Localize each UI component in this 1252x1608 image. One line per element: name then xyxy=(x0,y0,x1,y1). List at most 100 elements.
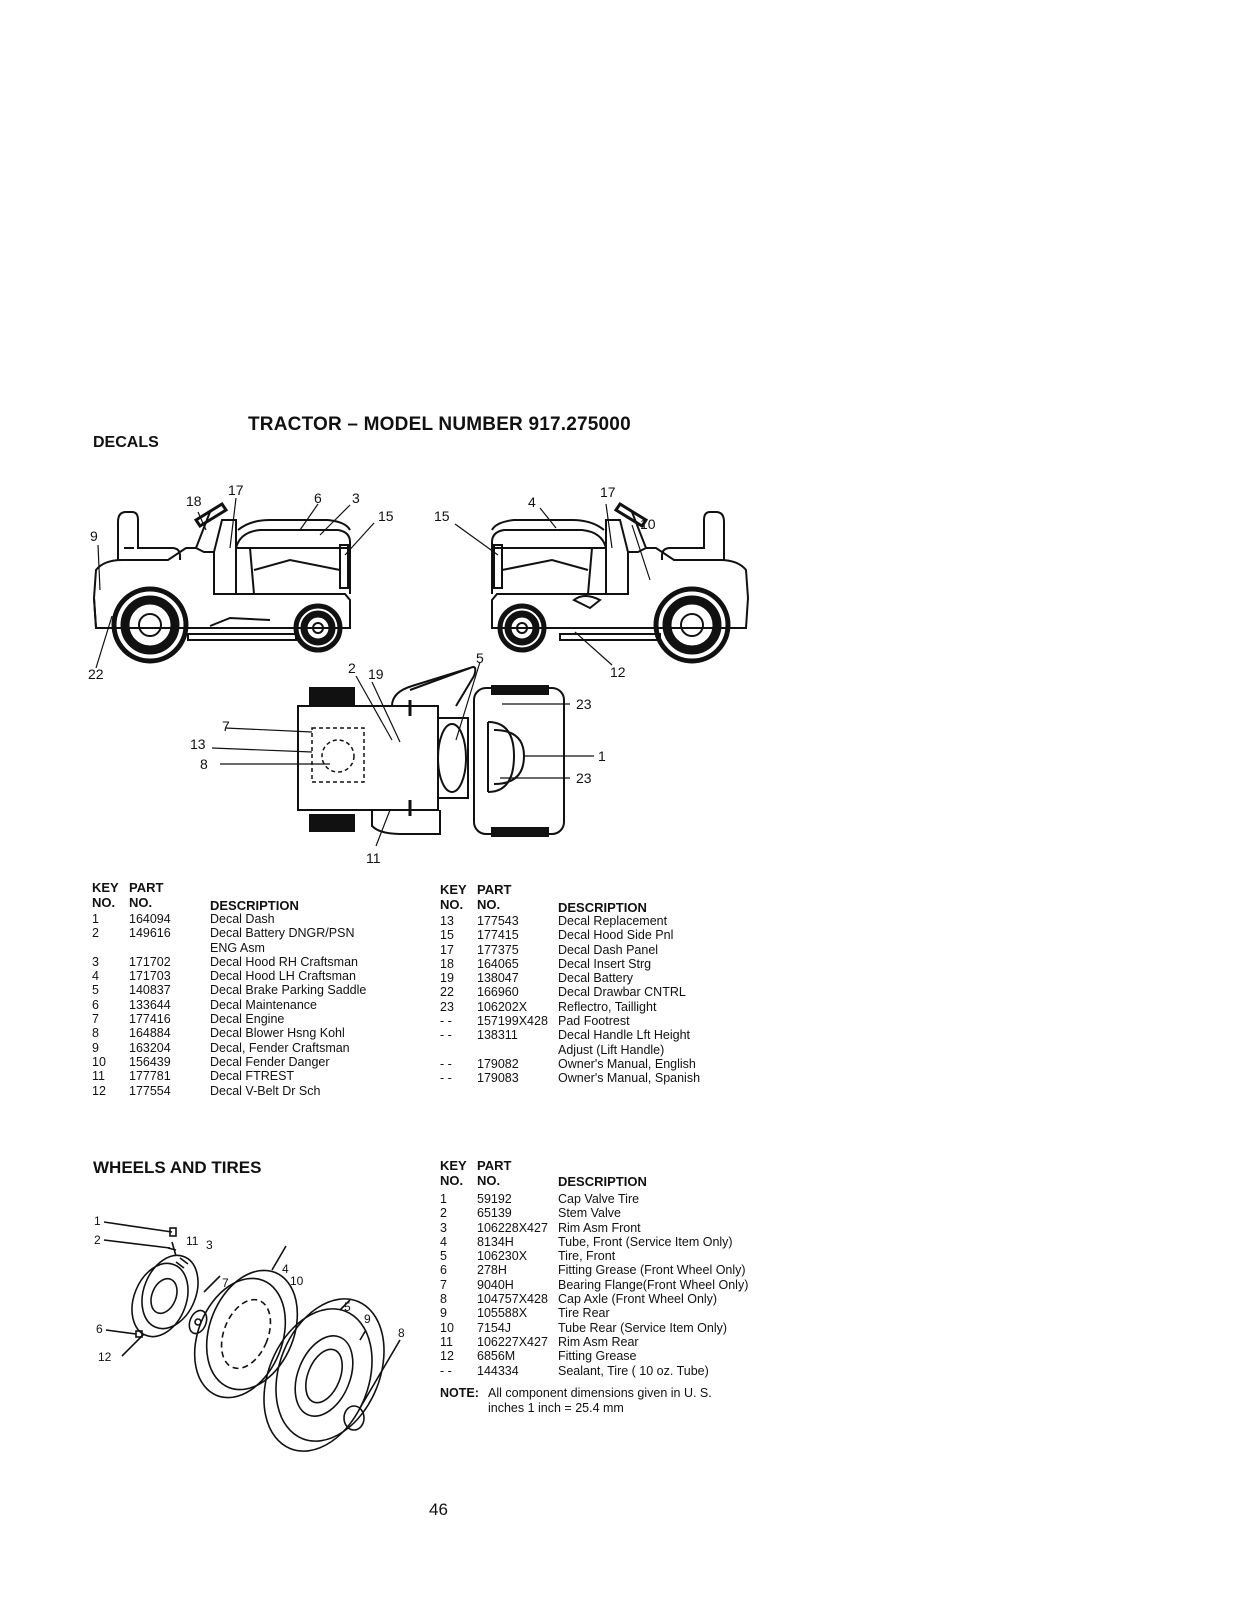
part-no: 177781 xyxy=(129,1069,171,1084)
part-no: 163204 xyxy=(129,1040,171,1055)
key-no: 12 xyxy=(440,1349,454,1364)
key-no: 8 xyxy=(92,1026,99,1041)
part-no: 104757X428 xyxy=(477,1292,548,1307)
description: Decal Fender Danger xyxy=(210,1054,330,1069)
callout-1: 1 xyxy=(598,748,606,764)
description: Adjust (Lift Handle) xyxy=(558,1042,665,1057)
callout-5: 5 xyxy=(476,650,484,666)
header-description: DESCRIPTION xyxy=(558,900,647,915)
description: Decal Insert Strg xyxy=(558,956,652,971)
part-no: 65139 xyxy=(477,1206,512,1221)
callout-17: 17 xyxy=(228,482,244,498)
description: Decal Maintenance xyxy=(210,997,318,1012)
part-no: 177543 xyxy=(477,914,519,928)
header-no: NO. xyxy=(129,895,153,910)
wheel-callout-9: 9 xyxy=(364,1312,371,1326)
part-no: 59192 xyxy=(477,1192,512,1206)
callout-8: 8 xyxy=(200,756,208,772)
wheel-callout-3: 3 xyxy=(206,1238,213,1252)
description: Decal Dash xyxy=(210,912,275,926)
description: Decal Drawbar CNTRL xyxy=(558,985,686,1000)
table-row: 4 8134H Tube, Front (Service Item Only) xyxy=(440,1235,780,1249)
key-no: 2 xyxy=(92,926,99,941)
wheel-callout-6: 6 xyxy=(96,1322,103,1336)
part-no: 166960 xyxy=(477,985,519,1000)
table-row: 6 133644 Decal Maintenance xyxy=(92,998,422,1012)
description: Reflectro, Taillight xyxy=(558,999,657,1014)
key-no: 4 xyxy=(440,1234,447,1249)
description: Decal Hood RH Craftsman xyxy=(210,954,358,969)
description: Owner's Manual, English xyxy=(558,1056,696,1071)
table-row: 12 6856M Fitting Grease xyxy=(440,1349,780,1363)
header-no: NO. xyxy=(477,897,501,912)
description: Tube, Front (Service Item Only) xyxy=(558,1234,733,1249)
callout-13: 13 xyxy=(190,736,206,752)
part-no: 138311 xyxy=(477,1028,518,1043)
table-row: 2 65139 Stem Valve xyxy=(440,1206,780,1220)
description: Decal Blower Hsng Kohl xyxy=(210,1026,345,1041)
key-no: 17 xyxy=(440,942,454,957)
part-no: 106230X xyxy=(477,1249,528,1264)
part-no: 140837 xyxy=(129,983,171,998)
description: Fitting Grease xyxy=(558,1349,637,1364)
key-no: 7 xyxy=(92,1012,99,1027)
key-no: 7 xyxy=(440,1277,447,1292)
tractor-top-view xyxy=(211,661,594,847)
note-line-2: inches 1 inch = 25.4 mm xyxy=(488,1400,624,1415)
key-no: - - xyxy=(440,1071,452,1086)
description: Decal Dash Panel xyxy=(558,942,659,957)
callout-9: 9 xyxy=(90,528,98,544)
decals-section-title: DECALS xyxy=(93,434,159,451)
wheel-callout-10: 10 xyxy=(290,1274,304,1288)
key-no: 3 xyxy=(92,954,99,969)
header-description: DESCRIPTION xyxy=(558,1174,647,1189)
part-no: 164094 xyxy=(129,912,171,926)
part-no: 6856M xyxy=(477,1349,516,1364)
header-description: DESCRIPTION xyxy=(210,898,299,913)
key-no: 6 xyxy=(92,997,99,1012)
callout-12: 12 xyxy=(610,664,626,680)
part-no: 138047 xyxy=(477,971,519,986)
description: Decal Engine xyxy=(210,1012,285,1027)
part-no: 179083 xyxy=(477,1071,519,1086)
part-no: 133644 xyxy=(129,997,171,1012)
description: Bearing Flange(Front Wheel Only) xyxy=(558,1277,749,1292)
description: Stem Valve xyxy=(558,1206,621,1221)
part-no: 8134H xyxy=(477,1234,514,1249)
description: Decal Hood LH Craftsman xyxy=(210,969,356,984)
key-no: 1 xyxy=(92,912,99,926)
part-no: 157199X428 xyxy=(477,1014,548,1029)
description: Tire, Front xyxy=(558,1249,616,1264)
description: Rim Asm Rear xyxy=(558,1334,639,1349)
description: Decal Handle Lft Height xyxy=(558,1028,691,1043)
key-no: 2 xyxy=(440,1206,447,1221)
key-no: 11 xyxy=(440,1334,453,1349)
key-no: 6 xyxy=(440,1263,447,1278)
description: Cap Axle (Front Wheel Only) xyxy=(558,1292,718,1307)
header-no: NO. xyxy=(477,1173,501,1188)
key-no: 9 xyxy=(440,1306,447,1321)
part-no: 149616 xyxy=(129,926,171,941)
description: Decal FTREST xyxy=(210,1069,295,1084)
key-no: 5 xyxy=(92,983,99,998)
key-no: - - xyxy=(440,1014,452,1029)
